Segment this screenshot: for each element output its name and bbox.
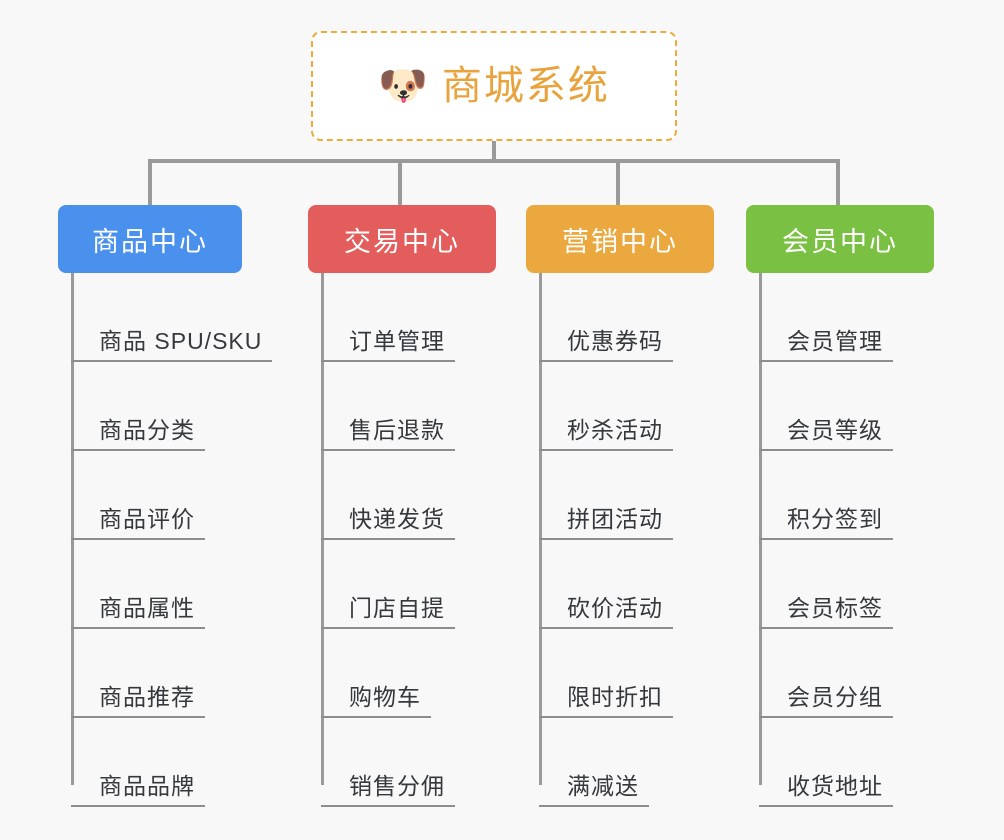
list-item[interactable]: 购物车 <box>321 629 496 718</box>
list-item[interactable]: 商品属性 <box>71 540 272 629</box>
list-item[interactable]: 会员分组 <box>759 629 934 718</box>
category-header-trade-center[interactable]: 交易中心 <box>308 205 496 273</box>
dog-face-icon: 🐶 <box>378 64 428 108</box>
connector-horizontal-bus <box>148 159 840 163</box>
branch-product-center: 商品中心 商品 SPU/SKU 商品分类 商品评价 商品属性 商品推荐 商品品牌 <box>58 205 273 807</box>
list-item[interactable]: 秒杀活动 <box>539 362 714 451</box>
leaf-label: 会员分组 <box>787 683 883 710</box>
list-item[interactable]: 会员管理 <box>759 273 934 362</box>
list-item[interactable]: 商品推荐 <box>71 629 272 718</box>
list-item[interactable]: 快递发货 <box>321 451 496 540</box>
list-item[interactable]: 积分签到 <box>759 451 934 540</box>
connector-drop-1 <box>148 159 152 205</box>
list-item[interactable]: 商品品牌 <box>71 718 272 807</box>
list-item[interactable]: 售后退款 <box>321 362 496 451</box>
leaf-label: 拼团活动 <box>567 505 663 532</box>
leaf-label: 销售分佣 <box>349 772 445 799</box>
list-item[interactable]: 商品分类 <box>71 362 272 451</box>
list-item[interactable]: 订单管理 <box>321 273 496 362</box>
list-item[interactable]: 会员标签 <box>759 540 934 629</box>
category-header-member-center[interactable]: 会员中心 <box>746 205 934 273</box>
leaf-label: 订单管理 <box>349 327 445 354</box>
list-item[interactable]: 拼团活动 <box>539 451 714 540</box>
leaf-label: 快递发货 <box>349 505 445 532</box>
list-item[interactable]: 会员等级 <box>759 362 934 451</box>
leaf-label: 售后退款 <box>349 416 445 443</box>
leaf-label: 收货地址 <box>787 772 883 799</box>
connector-drop-4 <box>836 159 840 205</box>
leaf-list-member-center: 会员管理 会员等级 积分签到 会员标签 会员分组 收货地址 <box>746 273 934 807</box>
branch-spine <box>759 273 762 785</box>
leaf-label: 砍价活动 <box>567 594 663 621</box>
branch-spine <box>539 273 542 785</box>
leaf-label: 商品属性 <box>99 594 195 621</box>
leaf-label: 限时折扣 <box>567 683 663 710</box>
leaf-label: 积分签到 <box>787 505 883 532</box>
list-item[interactable]: 商品 SPU/SKU <box>71 273 273 362</box>
list-item[interactable]: 门店自提 <box>321 540 496 629</box>
connector-drop-2 <box>398 159 402 205</box>
branch-marketing-center: 营销中心 优惠券码 秒杀活动 拼团活动 砍价活动 限时折扣 满减送 <box>526 205 714 807</box>
leaf-label: 商品分类 <box>99 416 195 443</box>
leaf-label: 购物车 <box>349 683 421 710</box>
leaf-label: 商品推荐 <box>99 683 195 710</box>
connector-drop-3 <box>616 159 620 205</box>
leaf-label: 商品品牌 <box>99 772 195 799</box>
category-header-product-center[interactable]: 商品中心 <box>58 205 242 273</box>
leaf-label: 优惠券码 <box>567 327 663 354</box>
leaf-label: 会员等级 <box>787 416 883 443</box>
category-header-marketing-center[interactable]: 营销中心 <box>526 205 714 273</box>
leaf-list-marketing-center: 优惠券码 秒杀活动 拼团活动 砍价活动 限时折扣 满减送 <box>526 273 714 807</box>
leaf-label: 满减送 <box>567 772 639 799</box>
list-item[interactable]: 商品评价 <box>71 451 272 540</box>
connector-root-stem <box>492 141 496 163</box>
leaf-list-trade-center: 订单管理 售后退款 快递发货 门店自提 购物车 销售分佣 <box>308 273 496 807</box>
leaf-label: 会员标签 <box>787 594 883 621</box>
leaf-list-product-center: 商品 SPU/SKU 商品分类 商品评价 商品属性 商品推荐 商品品牌 <box>58 273 273 807</box>
list-item[interactable]: 满减送 <box>539 718 714 807</box>
list-item[interactable]: 砍价活动 <box>539 540 714 629</box>
root-title: 商城系统 <box>441 64 610 108</box>
leaf-label: 会员管理 <box>787 327 883 354</box>
leaf-label: 门店自提 <box>349 594 445 621</box>
list-item[interactable]: 收货地址 <box>759 718 934 807</box>
branch-trade-center: 交易中心 订单管理 售后退款 快递发货 门店自提 购物车 销售分佣 <box>308 205 496 807</box>
root-node[interactable]: 🐶 商城系统 <box>311 31 677 141</box>
branch-spine <box>71 273 74 785</box>
leaf-label: 商品评价 <box>99 505 195 532</box>
leaf-label: 秒杀活动 <box>567 416 663 443</box>
branch-spine <box>321 273 324 785</box>
list-item[interactable]: 优惠券码 <box>539 273 714 362</box>
list-item[interactable]: 限时折扣 <box>539 629 714 718</box>
list-item[interactable]: 销售分佣 <box>321 718 496 807</box>
leaf-label: 商品 SPU/SKU <box>99 327 263 354</box>
branch-member-center: 会员中心 会员管理 会员等级 积分签到 会员标签 会员分组 收货地址 <box>746 205 934 807</box>
